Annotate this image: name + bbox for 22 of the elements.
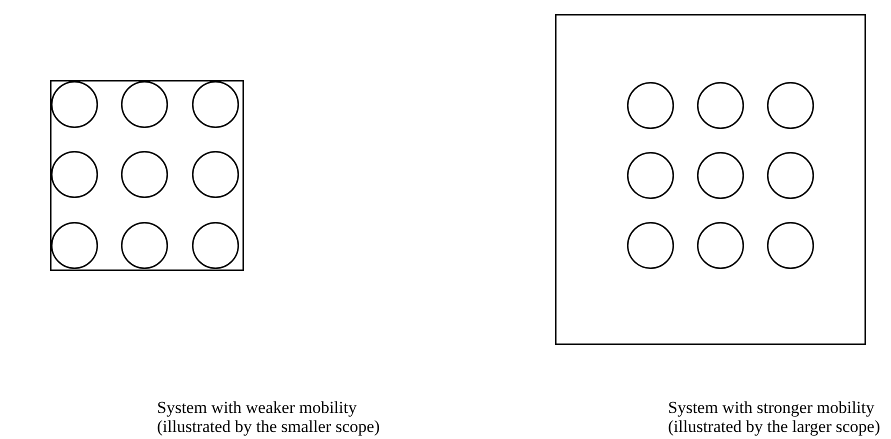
circle-outline	[120, 150, 168, 198]
circle-outline	[696, 222, 744, 268]
circle-outline	[696, 152, 744, 198]
caption-text: System with stronger mobility (illustrated by the larger scope)	[668, 398, 882, 436]
circle-outline	[120, 80, 168, 128]
circle-outline	[626, 222, 674, 268]
square-frame	[555, 14, 866, 345]
circle-outline	[50, 150, 98, 198]
square-frame	[50, 80, 244, 271]
circle-outline	[120, 222, 168, 268]
circle-outline	[50, 80, 98, 128]
circle-outline	[192, 222, 238, 268]
circle-outline	[192, 80, 238, 128]
circle-outline	[626, 152, 674, 198]
circle-outline	[766, 222, 814, 268]
caption-text: System with weaker mobility (illustrated by the smaller scope)	[157, 398, 381, 436]
circle-outline	[696, 82, 744, 128]
circle-outline	[626, 82, 674, 128]
circle-outline	[766, 82, 814, 128]
circle-outline	[50, 222, 98, 268]
circle-outline	[766, 152, 814, 198]
circle-outline	[192, 150, 238, 198]
